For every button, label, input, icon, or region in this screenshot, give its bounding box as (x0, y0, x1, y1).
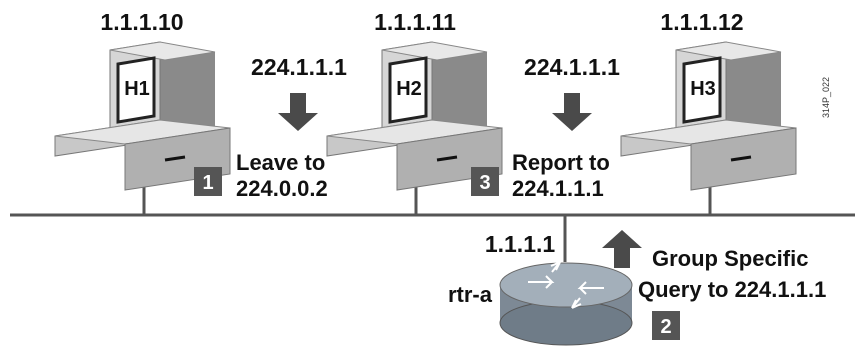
step-text-line2: 224.0.0.2 (236, 176, 328, 201)
step-badge (471, 167, 499, 196)
multicast-group-label-1: 224.1.1.1 (251, 54, 347, 80)
step-text-line2: Query to 224.1.1.1 (638, 277, 826, 302)
host-h3: 1.1.1.12 H3 (619, 9, 798, 192)
router-name: rtr-a (448, 282, 493, 307)
step-number: 2 (660, 316, 671, 338)
step-text-line1: Leave to (236, 150, 325, 175)
host-h3-ip: 1.1.1.12 (660, 9, 743, 35)
step-text-line1: Report to (512, 150, 610, 175)
step-text-line2: 224.1.1.1 (512, 176, 604, 201)
step-text-line1: Group Specific (652, 246, 808, 271)
step-badge (652, 311, 680, 340)
router-ip: 1.1.1.1 (485, 231, 556, 257)
arrow-down-icon (552, 93, 592, 131)
step-number: 1 (202, 172, 213, 194)
arrow-down-icon (278, 93, 318, 131)
step-number: 3 (479, 172, 490, 194)
host-h2-name: H2 (396, 78, 422, 100)
step-3: 3 Report to 224.1.1.1 (471, 150, 610, 201)
step-2: Group Specific Query to 224.1.1.1 2 (638, 246, 826, 340)
host-h2: 1.1.1.11 H2 (325, 9, 504, 192)
host-h1: 1.1.1.10 H1 (53, 9, 232, 192)
computer-icon (619, 40, 798, 192)
figure-code: 314P_022 (821, 77, 831, 118)
host-h1-name: H1 (124, 78, 150, 100)
step-1: 1 Leave to 224.0.0.2 (194, 150, 328, 201)
step-badge (194, 167, 222, 196)
host-h3-name: H3 (690, 78, 716, 100)
arrow-up-icon (602, 230, 642, 268)
host-h1-ip: 1.1.1.10 (100, 9, 183, 35)
multicast-group-label-2: 224.1.1.1 (524, 54, 620, 80)
host-h2-ip: 1.1.1.11 (374, 9, 456, 35)
router-icon (499, 261, 633, 346)
